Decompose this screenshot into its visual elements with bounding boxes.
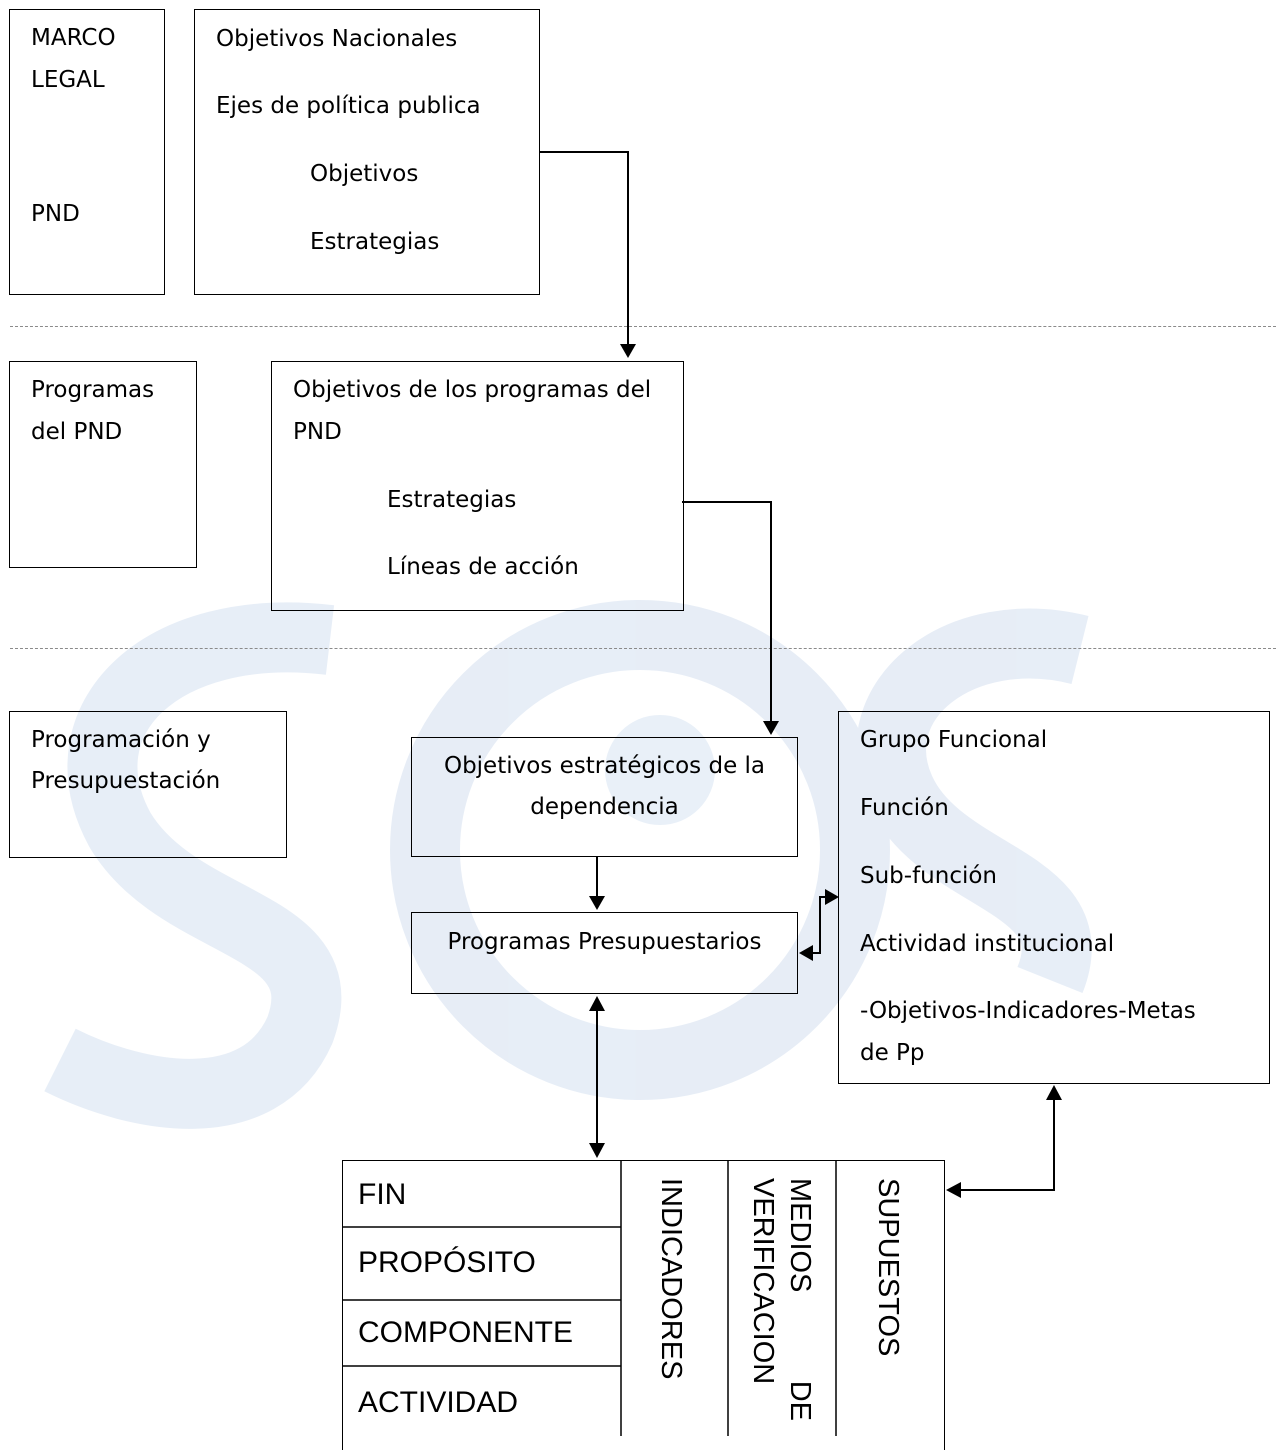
- pnd-label: PND: [31, 201, 80, 227]
- objetivos-programas-label: Objetivos de los programas del: [293, 377, 652, 403]
- matriz-row-proposito: PROPÓSITO: [358, 1246, 536, 1279]
- matriz-row-fin: FIN: [358, 1178, 407, 1211]
- del-pnd-label: del PND: [31, 419, 123, 445]
- dependencia-label: dependencia: [530, 794, 679, 820]
- programas-label: Programas: [31, 377, 155, 403]
- matriz-row-componente: COMPONENTE: [358, 1316, 574, 1349]
- objetivos-label: Objetivos: [310, 161, 419, 187]
- marco-label: MARCO: [31, 25, 116, 51]
- presupuestacion-label: Presupuestación: [31, 768, 221, 794]
- matriz-row-actividad: ACTIVIDAD: [358, 1386, 519, 1419]
- grupo-funcional-label: Grupo Funcional: [860, 727, 1048, 753]
- legal-label: LEGAL: [31, 67, 105, 93]
- ejes-label: Ejes de política publica: [216, 93, 481, 119]
- objetivos-programas-box: [271, 361, 684, 611]
- lineas-accion-label: Líneas de acción: [387, 554, 579, 580]
- programacion-box: [9, 711, 287, 858]
- objetivos-programas-pnd-label: PND: [293, 419, 342, 445]
- supuestos-column-header: SUPUESTOS: [872, 1178, 904, 1357]
- programas-presupuestarios-box: [411, 912, 798, 994]
- estrategias-label: Estrategias: [310, 229, 440, 255]
- indicadores-column-header: INDICADORES: [655, 1178, 687, 1380]
- programas-pnd-box: [9, 361, 197, 568]
- medios-column-header-line1: MEDIOS DE: [784, 1178, 816, 1421]
- estrategias-programas-label: Estrategias: [387, 487, 517, 513]
- programas-presupuestarios-label: Programas Presupuestarios: [447, 929, 762, 955]
- objetivos-nacionales-label: Objetivos Nacionales: [216, 26, 458, 52]
- objetivos-estrategicos-box: [411, 737, 798, 857]
- matriz-indicadores: [342, 1160, 945, 1450]
- objetivos-indicadores-metas-label: -Objetivos-Indicadores-Metas: [860, 998, 1196, 1024]
- programacion-label: Programación y: [31, 727, 211, 753]
- objetivos-estrategicos-label: Objetivos estratégicos de la: [443, 753, 766, 779]
- section-separator: [10, 326, 1276, 327]
- medios-column-header-line2: VERIFICACION: [747, 1178, 779, 1385]
- de-pp-label: de Pp: [860, 1040, 925, 1066]
- funcion-label: Función: [860, 795, 949, 821]
- section-separator: [10, 648, 1276, 649]
- actividad-institucional-label: Actividad institucional: [860, 931, 1115, 957]
- sub-funcion-label: Sub-función: [860, 863, 998, 889]
- grupo-funcional-box: [838, 711, 1270, 1084]
- objetivos-nacionales-box: [194, 9, 540, 295]
- marco-legal-box: [9, 9, 165, 295]
